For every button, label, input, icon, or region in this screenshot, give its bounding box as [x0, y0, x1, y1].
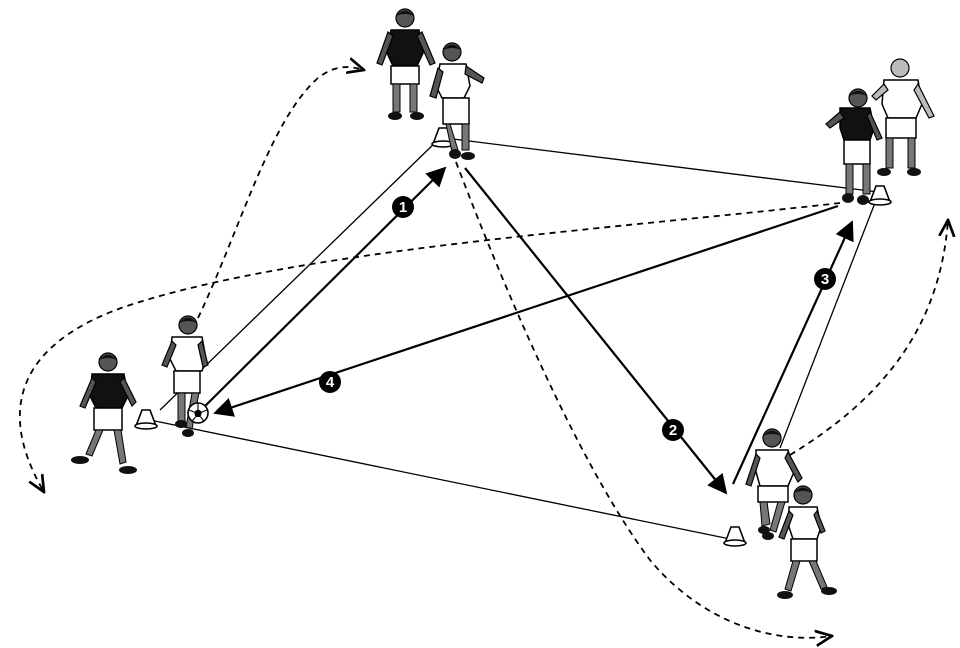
- pass-badge-1: 1: [392, 196, 414, 218]
- svg-text:1: 1: [399, 199, 407, 216]
- cone-right: [868, 185, 892, 206]
- cone-left: [134, 409, 158, 430]
- pass-2: [464, 167, 728, 495]
- player-left-defender: [71, 352, 137, 474]
- field-line-bottom-left: [149, 419, 736, 541]
- pass-badge-2: 2: [662, 419, 684, 441]
- player-runs: [18, 67, 948, 638]
- pass-4: [213, 204, 839, 417]
- player-bottom-right-support: [777, 485, 837, 599]
- run-left-loop: [18, 202, 841, 492]
- player-top-attacker: [429, 42, 485, 160]
- field-line-right-bottom: [779, 194, 879, 449]
- run-top-to-bottom: [455, 161, 832, 638]
- soccer-ball: [187, 402, 209, 424]
- svg-text:3: 3: [821, 271, 829, 288]
- svg-text:4: 4: [326, 374, 335, 391]
- pass-badge-3: 3: [814, 268, 836, 290]
- field-line-top-right: [444, 137, 879, 193]
- run-left-to-top: [197, 67, 364, 319]
- run-bottom-to-right: [789, 220, 948, 456]
- player-top-defender: [376, 8, 436, 120]
- player-right-attacker: [871, 58, 935, 176]
- pass-3: [731, 220, 854, 485]
- cone-bottom-right: [723, 526, 747, 547]
- svg-text:2: 2: [669, 422, 677, 439]
- pass-badge-4: 4: [319, 371, 341, 393]
- passes: [195, 166, 854, 495]
- player-left-attacker-with-ball: [161, 315, 209, 437]
- player-right-defender: [825, 88, 883, 205]
- player-bottom-right-attacker: [745, 428, 803, 540]
